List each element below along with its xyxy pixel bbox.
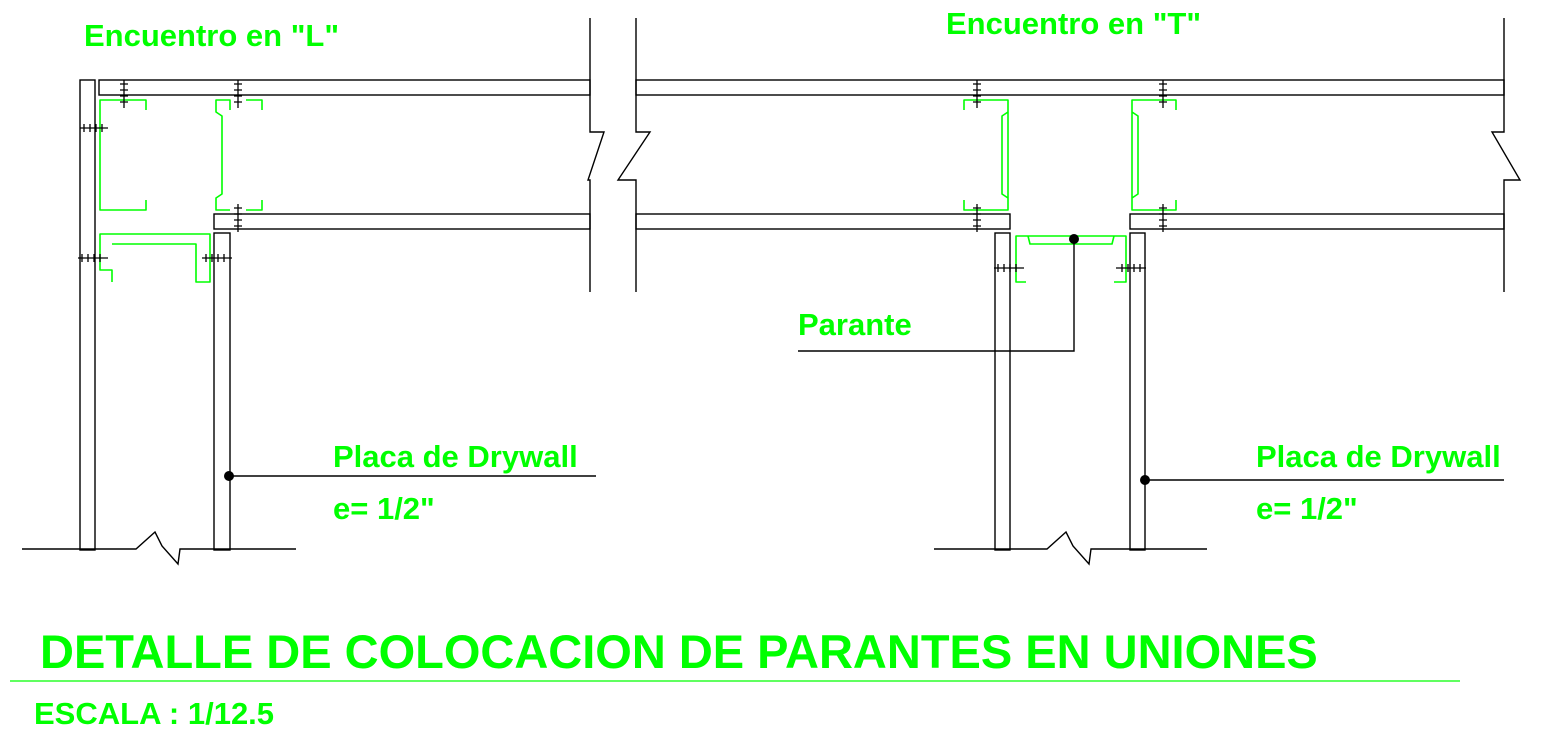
t-junction-detail bbox=[635, 18, 1522, 566]
t-stud-left bbox=[963, 99, 1009, 211]
board-label-left: Placa de Drywall bbox=[333, 439, 578, 474]
wall-break-symbol bbox=[587, 18, 652, 292]
l-stud-c-left bbox=[99, 99, 147, 211]
l-floor-line bbox=[22, 530, 296, 566]
leader-placa-right bbox=[1140, 475, 1504, 485]
thickness-label-right: e= 1/2" bbox=[1256, 491, 1358, 526]
board-label-right: Placa de Drywall bbox=[1256, 439, 1501, 474]
l-screws bbox=[78, 80, 242, 262]
t-branch-board-right bbox=[1129, 232, 1146, 551]
t-bottom-board-right bbox=[1129, 213, 1505, 230]
t-junction-label: Encuentro en "T" bbox=[946, 6, 1201, 41]
t-stud-right bbox=[1131, 99, 1177, 211]
l-stud-i-profile bbox=[215, 99, 263, 211]
t-branch-board-left bbox=[994, 232, 1011, 551]
l-stud-horizontal bbox=[99, 233, 211, 283]
t-screws bbox=[973, 80, 1167, 272]
l-outer-board-1 bbox=[79, 79, 96, 551]
thickness-label-left: e= 1/2" bbox=[333, 491, 435, 526]
t-right-break bbox=[1490, 18, 1522, 292]
l-bottom-board bbox=[213, 213, 591, 230]
leader-parante bbox=[798, 234, 1079, 352]
drawing-title: DETALLE DE COLOCACION DE PARANTES EN UNI… bbox=[40, 625, 1318, 678]
t-bottom-board-left bbox=[635, 213, 1011, 230]
l-junction-label: Encuentro en "L" bbox=[84, 18, 339, 53]
l-junction-detail bbox=[22, 79, 591, 566]
t-top-board bbox=[635, 79, 1505, 96]
leader-placa-left bbox=[224, 471, 596, 481]
drawing-scale: ESCALA : 1/12.5 bbox=[34, 696, 274, 731]
l-top-board bbox=[98, 79, 591, 96]
l-inner-board-1 bbox=[213, 232, 231, 551]
t-floor-line bbox=[934, 530, 1207, 566]
stud-label: Parante bbox=[798, 307, 912, 342]
